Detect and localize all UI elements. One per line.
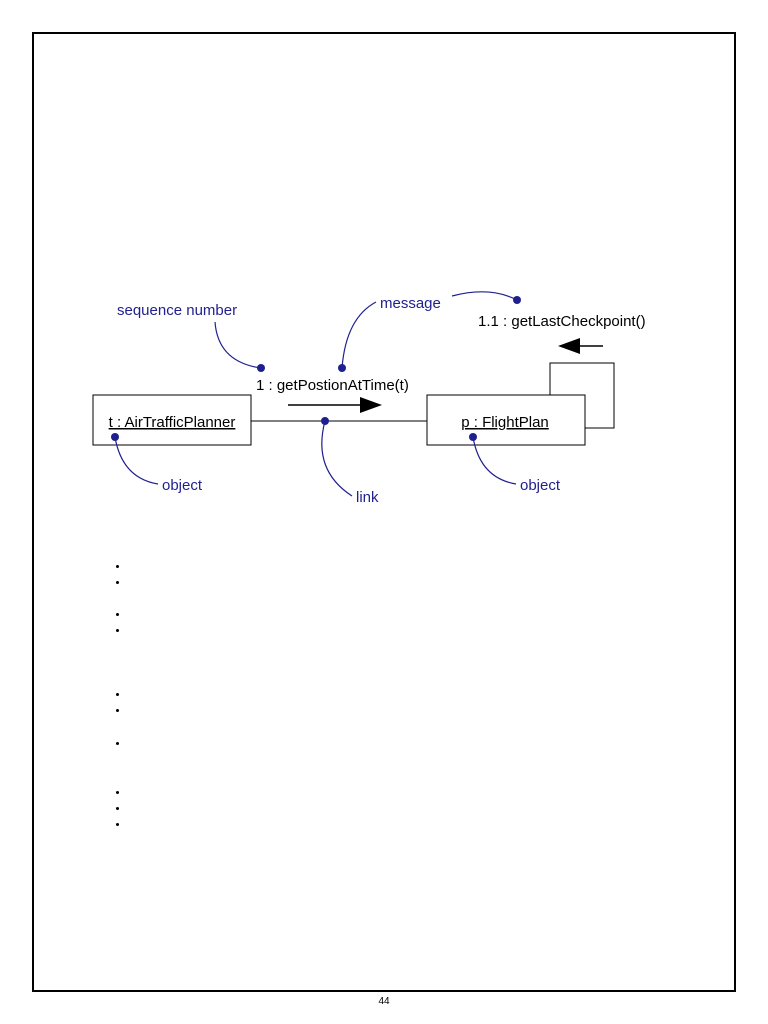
bullet [116, 629, 119, 632]
bullet [116, 693, 119, 696]
page-number: 44 [378, 996, 390, 1007]
bullet [116, 613, 119, 616]
annotation-dot [111, 433, 119, 441]
annotation-dot [469, 433, 477, 441]
annotation-label: sequence number [117, 302, 237, 319]
bullet [116, 709, 119, 712]
message-arrow-right [288, 397, 382, 413]
bullet [116, 807, 119, 810]
bullet [116, 565, 119, 568]
bullet [116, 742, 119, 745]
bullet [116, 791, 119, 794]
annotation-link: link [321, 417, 379, 506]
annotation-label: link [356, 489, 379, 506]
object-flight-plan: p : FlightPlan [426, 394, 586, 446]
bullet [116, 823, 119, 826]
annotation-object-left: object [111, 433, 203, 494]
annotation-sequence-number: sequence number [117, 302, 265, 372]
annotation-dot [338, 364, 346, 372]
object-label: t : AirTrafficPlanner [109, 414, 236, 431]
object-box [92, 394, 252, 446]
annotation-object-right: object [469, 433, 561, 494]
message-arrow-left [558, 338, 603, 354]
annotation-label: message [380, 295, 441, 312]
annotation-label: object [520, 477, 561, 494]
annotation-dot [257, 364, 265, 372]
bullet [116, 581, 119, 584]
message-label: 1.1 : getLastCheckpoint() [478, 313, 646, 330]
annotation-label: object [162, 477, 203, 494]
self-link-loop [549, 362, 615, 429]
annotation-dot [321, 417, 329, 425]
annotation-message: message [338, 291, 521, 372]
object-label: p : FlightPlan [461, 414, 549, 431]
object-air-traffic-planner: t : AirTrafficPlanner [92, 394, 252, 446]
object-box [426, 394, 586, 446]
annotation-dot [513, 296, 521, 304]
page-border-frame [32, 32, 736, 992]
message-label: 1 : getPostionAtTime(t) [256, 377, 409, 394]
